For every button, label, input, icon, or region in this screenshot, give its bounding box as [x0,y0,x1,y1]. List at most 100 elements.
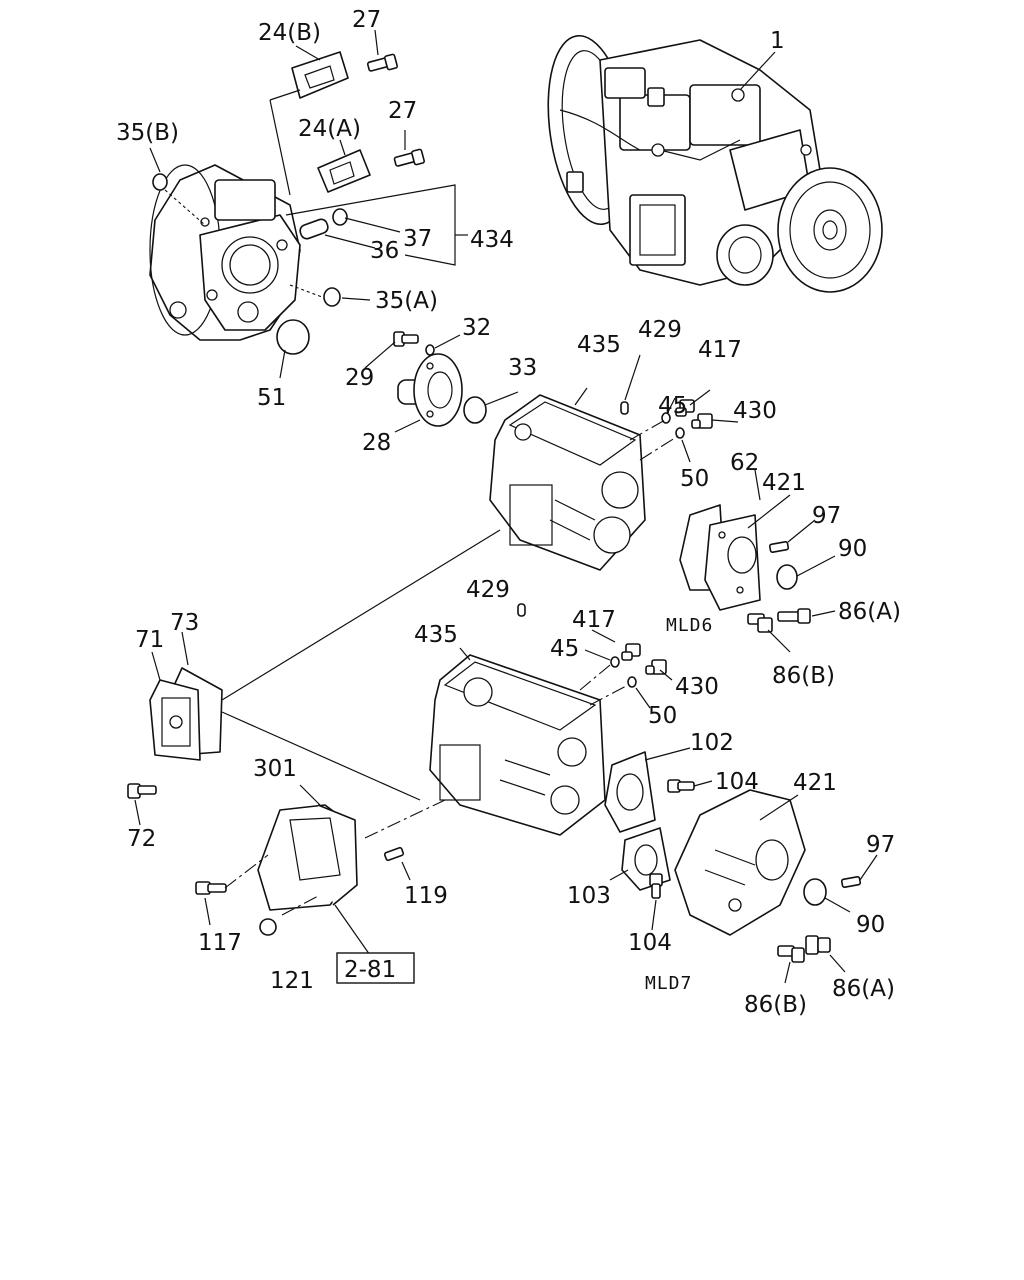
label-421-upper: 421 [762,470,806,496]
label-429-lower: 429 [466,577,510,603]
transmission-case-upper [489,394,646,571]
plug-430-lower [645,659,667,675]
label-429-upper: 429 [638,317,682,343]
label-45-lower: 45 [550,636,579,662]
oring-45-lower [610,656,620,668]
nut-35a [323,287,341,307]
cover-71 [149,679,201,761]
label-97-lower: 97 [866,832,895,858]
label-72: 72 [127,826,156,852]
label-417-upper: 417 [698,337,742,363]
gasket-102 [604,751,656,833]
plug-417-upper [675,399,695,417]
label-62: 62 [730,450,759,476]
transmission-case-lower [429,654,606,836]
label-121: 121 [270,968,314,994]
oring-50-lower [627,676,637,688]
label-103: 103 [567,883,611,909]
label-24b: 24(B) [258,20,321,46]
seal-33 [463,396,487,424]
label-35a: 35(A) [375,288,438,314]
callout-labels: 1 24(B) 27 24(A) 27 35(B) 36 37 434 35(A… [116,7,901,1018]
label-1: 1 [770,28,785,54]
label-430-lower: 430 [675,674,719,700]
bolt-97-lower [840,876,862,888]
bracket-24a [317,149,371,193]
label-435-upper: 435 [577,332,621,358]
extension-housing-421-upper [704,514,761,611]
label-90-lower: 90 [856,912,885,938]
label-mld6: MLD6 [666,615,713,636]
label-119: 119 [404,883,448,909]
bolt-86a-upper [777,608,811,624]
label-434: 434 [470,227,514,253]
label-50-lower: 50 [648,703,677,729]
bearing-retainer-28 [397,353,463,427]
bolt-29 [393,331,419,347]
oring-45-upper [661,412,671,424]
reference-label: 2-81 [344,957,396,983]
reference-box: 2-81 [336,952,415,984]
oring-50-upper [675,427,685,439]
plug-430-upper [691,413,713,429]
nut-121 [259,918,277,936]
bushing-37 [332,208,348,226]
label-32: 32 [462,315,491,341]
pin-36 [299,218,329,240]
label-301: 301 [253,756,297,782]
nut-35b [152,173,168,191]
label-90-upper: 90 [838,536,867,562]
label-117: 117 [198,930,242,956]
transmission-assembly [547,34,883,293]
bolt-104-upper [667,779,695,793]
label-102: 102 [690,730,734,756]
label-421-lower: 421 [793,770,837,796]
seal-90-upper [776,564,798,590]
label-104-lower: 104 [628,930,672,956]
label-86b-lower: 86(B) [744,992,807,1018]
clutch-housing [149,164,301,341]
bolt-27-upper [366,53,398,72]
bolt-119 [383,846,405,862]
label-36: 36 [370,238,399,264]
bolt-117 [195,881,227,895]
label-27-lower: 27 [388,98,417,124]
label-86b-upper: 86(B) [772,663,835,689]
bolt-86b-upper [747,613,773,633]
seal-90-lower [803,878,827,906]
bolt-86b-lower [777,945,805,963]
bolt-97-upper [768,541,790,553]
cover-301 [257,804,358,911]
label-45-upper: 45 [658,393,687,419]
extension-housing-421-lower [674,789,806,936]
label-97-upper: 97 [812,503,841,529]
label-51: 51 [257,385,286,411]
plug-417-lower [621,643,641,661]
bolt-27-lower [393,148,425,167]
label-104-upper: 104 [715,769,759,795]
label-33: 33 [508,355,537,381]
label-37: 37 [403,226,432,252]
label-71: 71 [135,627,164,653]
oring-32 [425,344,435,356]
label-430-upper: 430 [733,398,777,424]
label-73: 73 [170,610,199,636]
bracket-24b [291,51,349,99]
label-29: 29 [345,365,374,391]
label-417-lower: 417 [572,607,616,633]
label-24a: 24(A) [298,116,361,142]
label-50-upper: 50 [680,466,709,492]
cover-51 [276,319,310,355]
label-27-upper: 27 [352,7,381,33]
label-35b: 35(B) [116,120,179,146]
pin-429-upper [620,401,629,415]
bolt-86a-lower [805,935,831,955]
label-435-lower: 435 [414,622,458,648]
bolt-72 [127,783,157,799]
bolt-104-lower [649,873,663,899]
label-28: 28 [362,430,391,456]
pin-429-lower [517,603,526,617]
label-mld7: MLD7 [645,973,692,994]
label-86a-upper: 86(A) [838,599,901,625]
